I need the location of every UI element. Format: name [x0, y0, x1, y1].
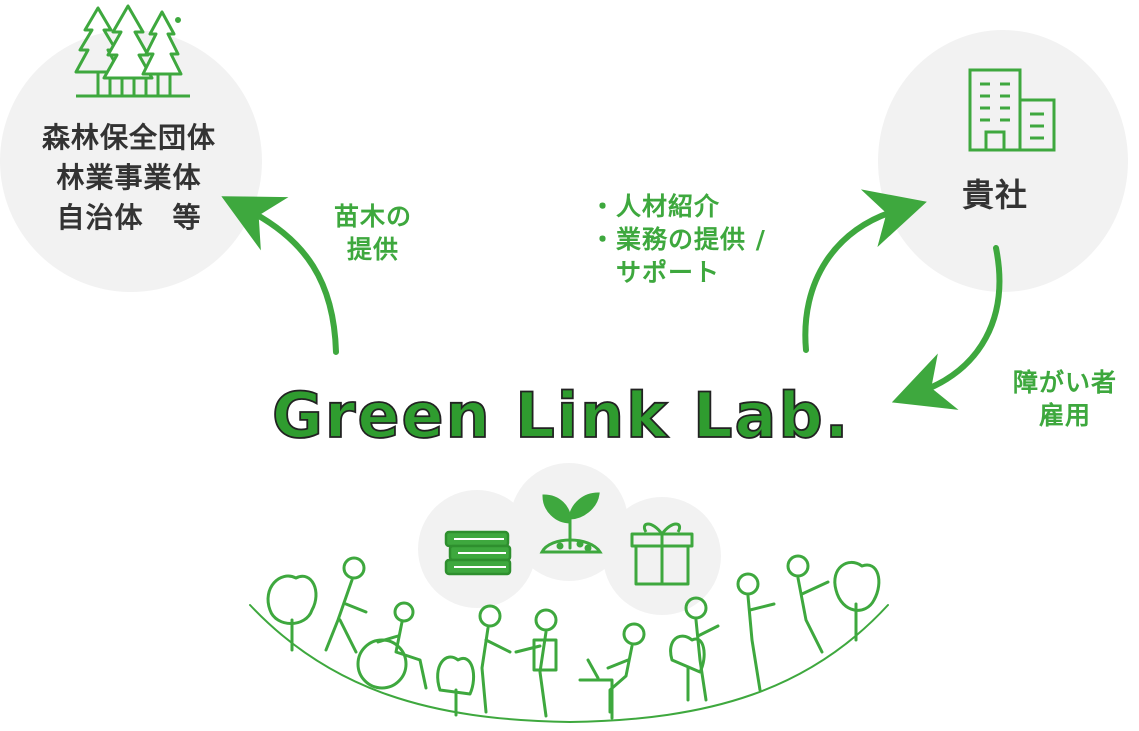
wheelchair-user — [356, 601, 428, 690]
forest-icon — [74, 4, 190, 98]
services-line-3: サポート — [590, 258, 721, 287]
employment-label: 障がい者 雇用 — [995, 366, 1135, 432]
person-with-bag — [324, 556, 368, 654]
services-line-1: ・人材紹介 — [590, 192, 721, 221]
sprout-icon — [539, 492, 603, 554]
tree-right — [833, 560, 881, 642]
building-icon — [968, 68, 1056, 152]
community-illustration — [249, 554, 889, 723]
forest-line-3: 自治体 等 — [56, 201, 202, 234]
arrow-to-company — [802, 189, 927, 353]
person-at-desk — [578, 622, 646, 720]
seedlings-line-2: 提供 — [346, 235, 399, 264]
company-node-label: 貴社 — [961, 176, 1028, 214]
handshake-people — [478, 604, 558, 718]
seedlings-line-1: 苗木の — [333, 202, 412, 231]
logo-text: Green Link Lab. — [272, 379, 850, 452]
books-icon — [444, 530, 512, 576]
forest-node-label: 森林保全団体 林業事業体 自治体 等 — [10, 118, 248, 238]
services-line-2: ・業務の提供 / — [590, 225, 766, 254]
gift-icon — [630, 522, 694, 586]
employment-line-2: 雇用 — [1038, 401, 1091, 430]
tree-center-left — [436, 655, 475, 717]
forest-line-2: 林業事業体 — [56, 161, 202, 194]
employment-line-1: 障がい者 — [1012, 368, 1117, 397]
arrow-to-center — [891, 245, 1003, 410]
arrow-to-forest — [221, 196, 339, 355]
tree-left — [266, 574, 318, 652]
green-link-lab-logo: Green Link Lab. — [271, 378, 850, 453]
services-label: ・人材紹介 ・業務の提供 / サポート — [590, 190, 830, 289]
people-right — [684, 554, 830, 702]
seedlings-label: 苗木の 提供 — [318, 200, 428, 266]
forest-line-1: 森林保全団体 — [41, 121, 216, 154]
company-node-circle — [878, 30, 1128, 292]
tree-center-right — [669, 634, 706, 702]
